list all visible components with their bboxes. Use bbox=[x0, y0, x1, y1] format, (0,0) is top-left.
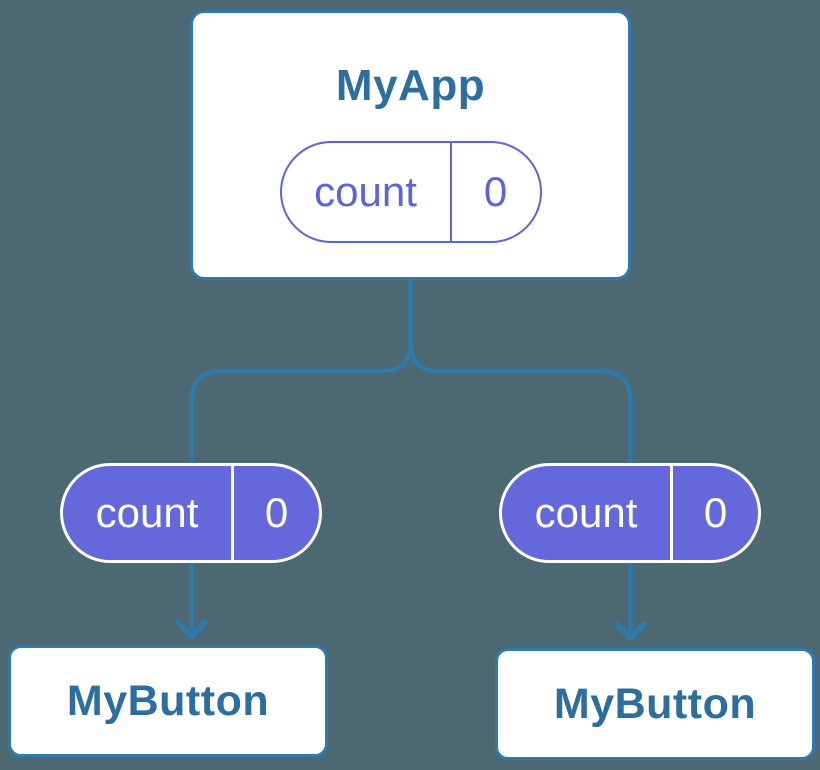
prop-pill-value: 0 bbox=[231, 466, 319, 560]
prop-pill-value: 0 bbox=[670, 466, 758, 560]
node-myapp: MyApp count 0 bbox=[190, 10, 631, 280]
branch-line-right bbox=[408, 277, 633, 466]
prop-pill-right: count 0 bbox=[499, 463, 761, 563]
node-mybutton-right: MyButton bbox=[495, 648, 815, 760]
node-mybutton-title: MyButton bbox=[553, 680, 757, 728]
prop-pill-left: count 0 bbox=[60, 463, 322, 563]
arrow-down-icon bbox=[175, 619, 208, 640]
prop-pill-label: count bbox=[95, 489, 199, 536]
node-mybutton-title: MyButton bbox=[66, 677, 270, 725]
prop-pill-label: count bbox=[534, 489, 638, 536]
state-pill-value: 0 bbox=[449, 143, 540, 241]
node-mybutton-left: MyButton bbox=[8, 645, 328, 757]
arrow-down-icon bbox=[614, 621, 647, 642]
state-pill-count: count 0 bbox=[279, 141, 542, 243]
branch-line-left bbox=[189, 277, 413, 466]
state-pill-label: count bbox=[314, 168, 417, 215]
node-myapp-title: MyApp bbox=[335, 61, 486, 110]
